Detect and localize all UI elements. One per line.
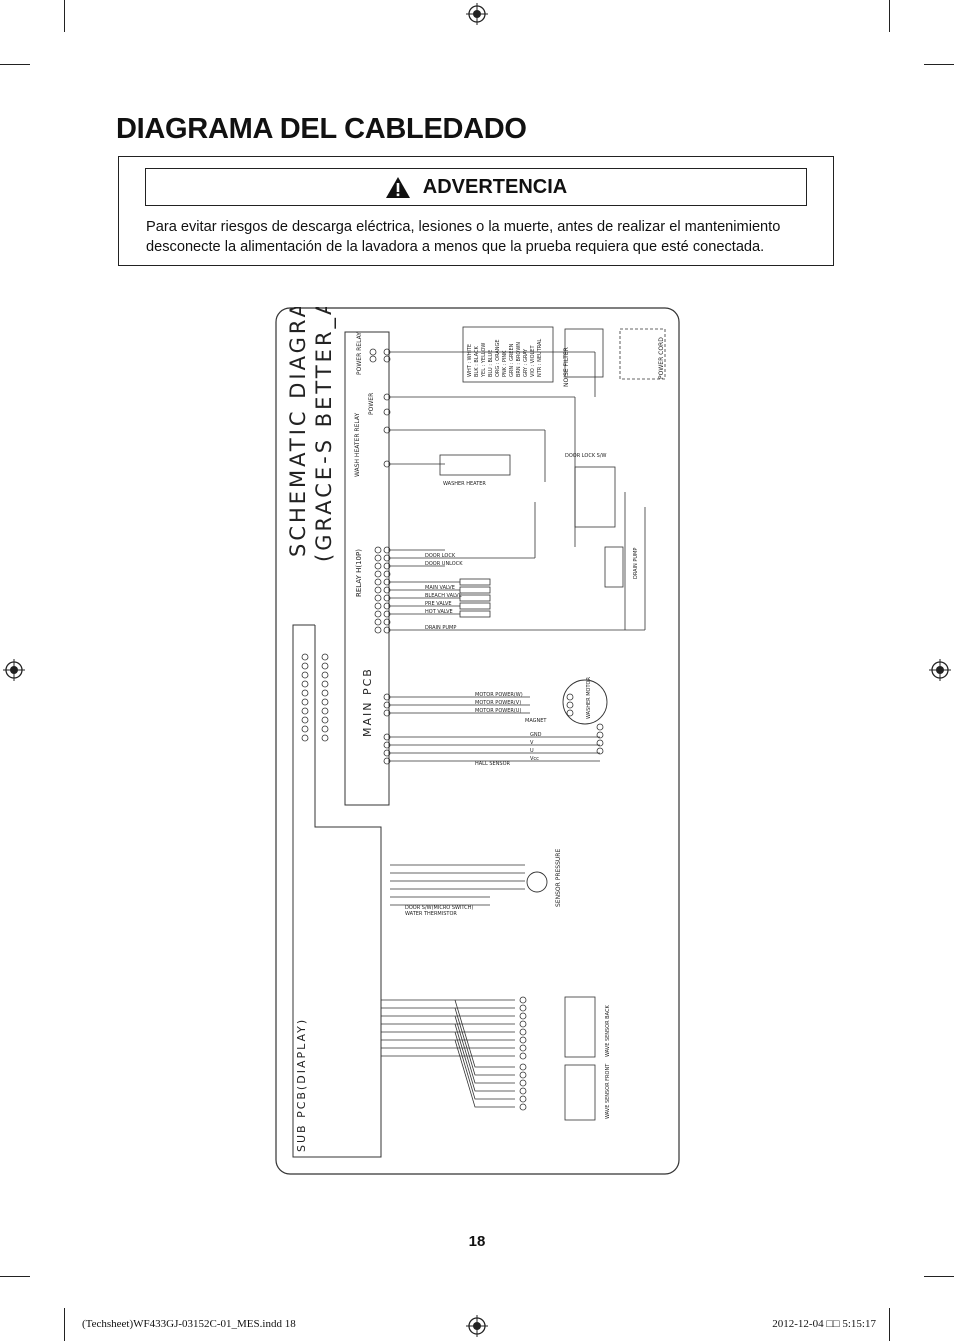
drain-pump xyxy=(604,546,624,588)
registration-mark-icon xyxy=(466,1315,488,1337)
noise-filter-label: NOISE FILTER xyxy=(563,347,570,387)
legend-entry: PNK : PINK xyxy=(502,350,508,377)
warning-text: Para evitar riesgos de descarga eléctric… xyxy=(146,219,781,255)
crop-mark xyxy=(0,1276,30,1277)
wave-sensor-back-label: WAVE SENSOR BACK xyxy=(605,1005,611,1057)
magnet-label: MAGNET xyxy=(525,718,547,724)
noise-filter xyxy=(564,328,604,378)
main-pcb-label: MAIN PCB xyxy=(361,667,374,737)
wiring-schematic: SCHEMATIC DIAGRAM (GRACE-S BETTER_AD) MA… xyxy=(275,307,680,1175)
wave-sensor-back xyxy=(564,996,596,1058)
registration-mark-icon xyxy=(929,659,951,681)
door-lock-switch xyxy=(574,466,616,528)
water-thermistor-label: WATER THERMISTOR xyxy=(405,911,457,917)
legend-entry: BRN : BROWN xyxy=(516,342,522,377)
warning-label: ADVERTENCIA xyxy=(422,175,568,198)
valve-label: MAIN VALVE xyxy=(425,585,455,591)
power-cord xyxy=(619,328,666,380)
footer-timestamp: 2012-12-04 □□ 5:15:17 xyxy=(772,1318,876,1330)
valve-coils xyxy=(459,578,491,618)
legend-entry: BLK : BLACK xyxy=(474,345,480,377)
wire-color-legend xyxy=(462,326,554,383)
crop-mark xyxy=(0,64,30,65)
sensor-pressure-label: SENSOR PRESSURE xyxy=(555,849,562,907)
motor-phase-label: MOTOR POWER(V) xyxy=(475,700,521,706)
sub-pcb-outline xyxy=(292,624,382,1158)
wave-sensor-front xyxy=(564,1064,596,1121)
sensor-pressure xyxy=(526,871,548,893)
crop-mark xyxy=(889,0,890,32)
valve-label: DOOR LOCK xyxy=(425,553,456,559)
schematic-subtitle: (GRACE-S BETTER_AD) xyxy=(312,307,337,562)
warning-box: ADVERTENCIA Para evitar riesgos de desca… xyxy=(118,156,834,266)
page-number: 18 xyxy=(468,1233,486,1250)
motor-connector-pins xyxy=(566,693,604,755)
hall-signal-label: U xyxy=(530,748,534,754)
registration-mark-icon xyxy=(3,659,25,681)
crop-mark xyxy=(64,1308,65,1341)
legend-entry: ORG : ORANGE xyxy=(495,339,501,377)
legend-entry: YEL : YELLOW xyxy=(481,343,487,378)
legend-entry: WHT : WHITE xyxy=(467,344,473,377)
power-cord-label: POWER CORD xyxy=(658,337,665,379)
washer-motor-label: WASHER MOTOR xyxy=(586,677,592,719)
relay-header-label: RELAY H(10P) xyxy=(355,549,363,597)
valve-label: DOOR UNLOCK xyxy=(425,561,463,567)
registration-mark-icon xyxy=(466,3,488,25)
wave-sensor-front-label: WAVE SENSOR FRONT xyxy=(605,1063,611,1119)
valve-label: BLEACH VALVE xyxy=(425,593,462,599)
hall-signal-label: Vcc xyxy=(530,756,539,762)
page-title: DIAGRAMA DEL CABLEDADO xyxy=(116,113,527,145)
drain-pump-label: DRAIN PUMP xyxy=(633,548,639,579)
valve-label: DRAIN PUMP xyxy=(425,625,456,631)
motor-phase-label: MOTOR POWER(W) xyxy=(475,692,523,698)
legend-entry: GRN : GREEN xyxy=(509,343,515,377)
warning-triangle-icon xyxy=(385,176,410,198)
crop-mark xyxy=(889,1308,890,1341)
schematic-title: SCHEMATIC DIAGRAM xyxy=(286,307,310,557)
washer-heater-label: WASHER HEATER xyxy=(443,481,486,487)
crop-mark xyxy=(64,0,65,32)
crop-mark xyxy=(924,1276,954,1277)
door-lock-label: DOOR LOCK S/W xyxy=(565,453,607,459)
legend-entry: GRY : GRAY xyxy=(523,348,529,377)
hall-signal-label: V xyxy=(530,740,534,746)
hall-sensor-label: HALL SENSOR xyxy=(475,761,511,767)
wash-heater-label: WASH HEATER RELAY xyxy=(354,413,361,477)
washer-motor xyxy=(562,679,608,725)
power-relay-label: POWER RELAY xyxy=(356,332,363,375)
crop-mark xyxy=(924,64,954,65)
legend-entry: BLU : BLUE xyxy=(488,350,494,377)
warning-header: ADVERTENCIA xyxy=(145,168,807,206)
legend-entry: VIO : VIOLET xyxy=(530,345,536,377)
power-label: POWER xyxy=(368,393,375,415)
sensor-wires xyxy=(390,864,525,906)
washer-heater xyxy=(439,454,511,476)
sub-pcb-connector-pins xyxy=(301,653,329,742)
sub-pcb-label: SUB PCB(DIAPLAY) xyxy=(295,1018,308,1152)
hall-signal-label: GND xyxy=(530,732,542,738)
valve-label: PRE VALVE xyxy=(425,601,452,607)
sub-pcb-wires xyxy=(381,999,515,1108)
wave-sensor-connector-pins xyxy=(519,996,527,1111)
valve-label: HOT VALVE xyxy=(425,609,453,615)
footer-file-info: (Techsheet)WF433GJ-03152C-01_MES.indd 18 xyxy=(82,1318,296,1330)
legend-entry: NTR : NEUTRAL xyxy=(537,339,543,377)
door-switch-label: DOOR S/W(MICRO SWITCH) xyxy=(405,905,473,911)
motor-phase-label: MOTOR POWER(U) xyxy=(475,708,521,714)
schematic-border xyxy=(275,307,680,1175)
relay-wires xyxy=(390,351,646,762)
